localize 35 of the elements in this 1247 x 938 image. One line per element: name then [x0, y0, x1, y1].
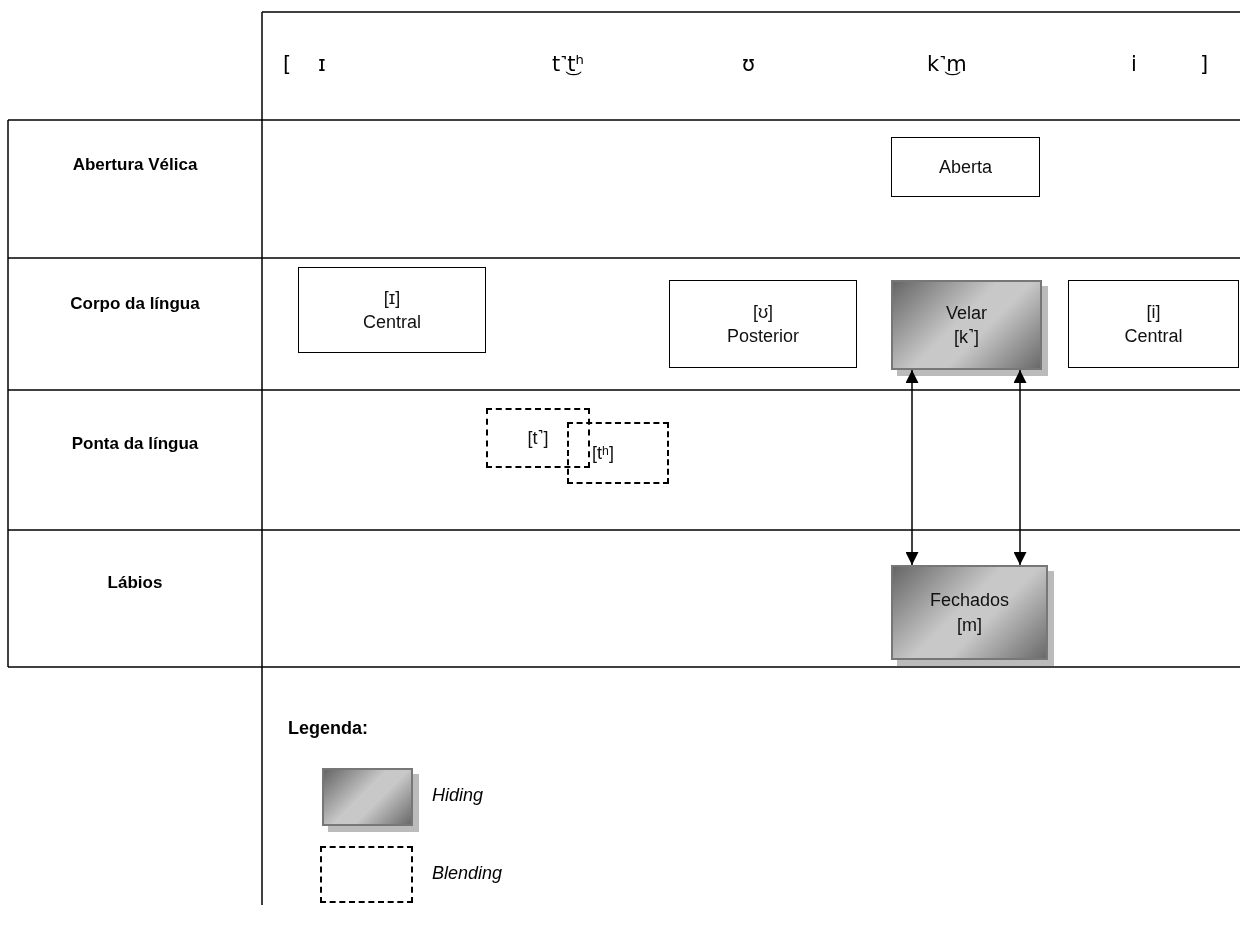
row-header: Lábios: [107, 573, 163, 593]
blended-gesture-box: [486, 408, 590, 468]
gesture-box: [891, 137, 1040, 197]
row-header: Corpo da língua: [70, 294, 200, 314]
gesture-text: Central: [1124, 325, 1183, 348]
gesture-text: Velar: [946, 301, 987, 325]
row-header: Ponta da língua: [71, 434, 199, 454]
gesture-text: Posterior: [727, 325, 799, 348]
phonetic-symbol: ]: [1200, 52, 1209, 76]
phonetic-symbol: ʊ: [742, 52, 755, 76]
gesture-text: [i]: [1146, 300, 1161, 324]
blended-gesture-box: [567, 422, 669, 484]
gesture-box: [669, 280, 857, 368]
double-headed-arrow: [1013, 369, 1027, 566]
phonetic-symbol: i: [1131, 52, 1137, 76]
double-headed-arrow: [905, 369, 919, 566]
gesture-text: [k˺]: [954, 326, 979, 349]
phonetic-symbol: k˺͜m: [927, 52, 967, 76]
legend-label: Blending: [432, 862, 503, 884]
gesture-text: [ʊ]: [752, 300, 774, 324]
row-header: Abertura Vélica: [72, 155, 198, 175]
legend-label: Hiding: [432, 785, 484, 806]
gesture-text: [m]: [957, 613, 982, 637]
gesture-text: [tʰ]: [592, 441, 614, 465]
gesture-text: Aberta: [938, 155, 992, 179]
phonetic-symbol: ɪ: [318, 52, 326, 76]
gesture-box: [298, 267, 486, 353]
gesture-text: [t˺]: [527, 426, 549, 450]
phonetic-symbol: t˺͜tʰ: [552, 52, 584, 76]
gesture-box: [1068, 280, 1239, 368]
gesture-text: Fechados: [929, 589, 1010, 613]
legend-title: Legenda:: [288, 718, 368, 739]
gesture-text: [ɪ]: [383, 286, 401, 310]
gesture-text: Central: [363, 311, 421, 334]
phonetic-symbol: [: [283, 52, 292, 76]
